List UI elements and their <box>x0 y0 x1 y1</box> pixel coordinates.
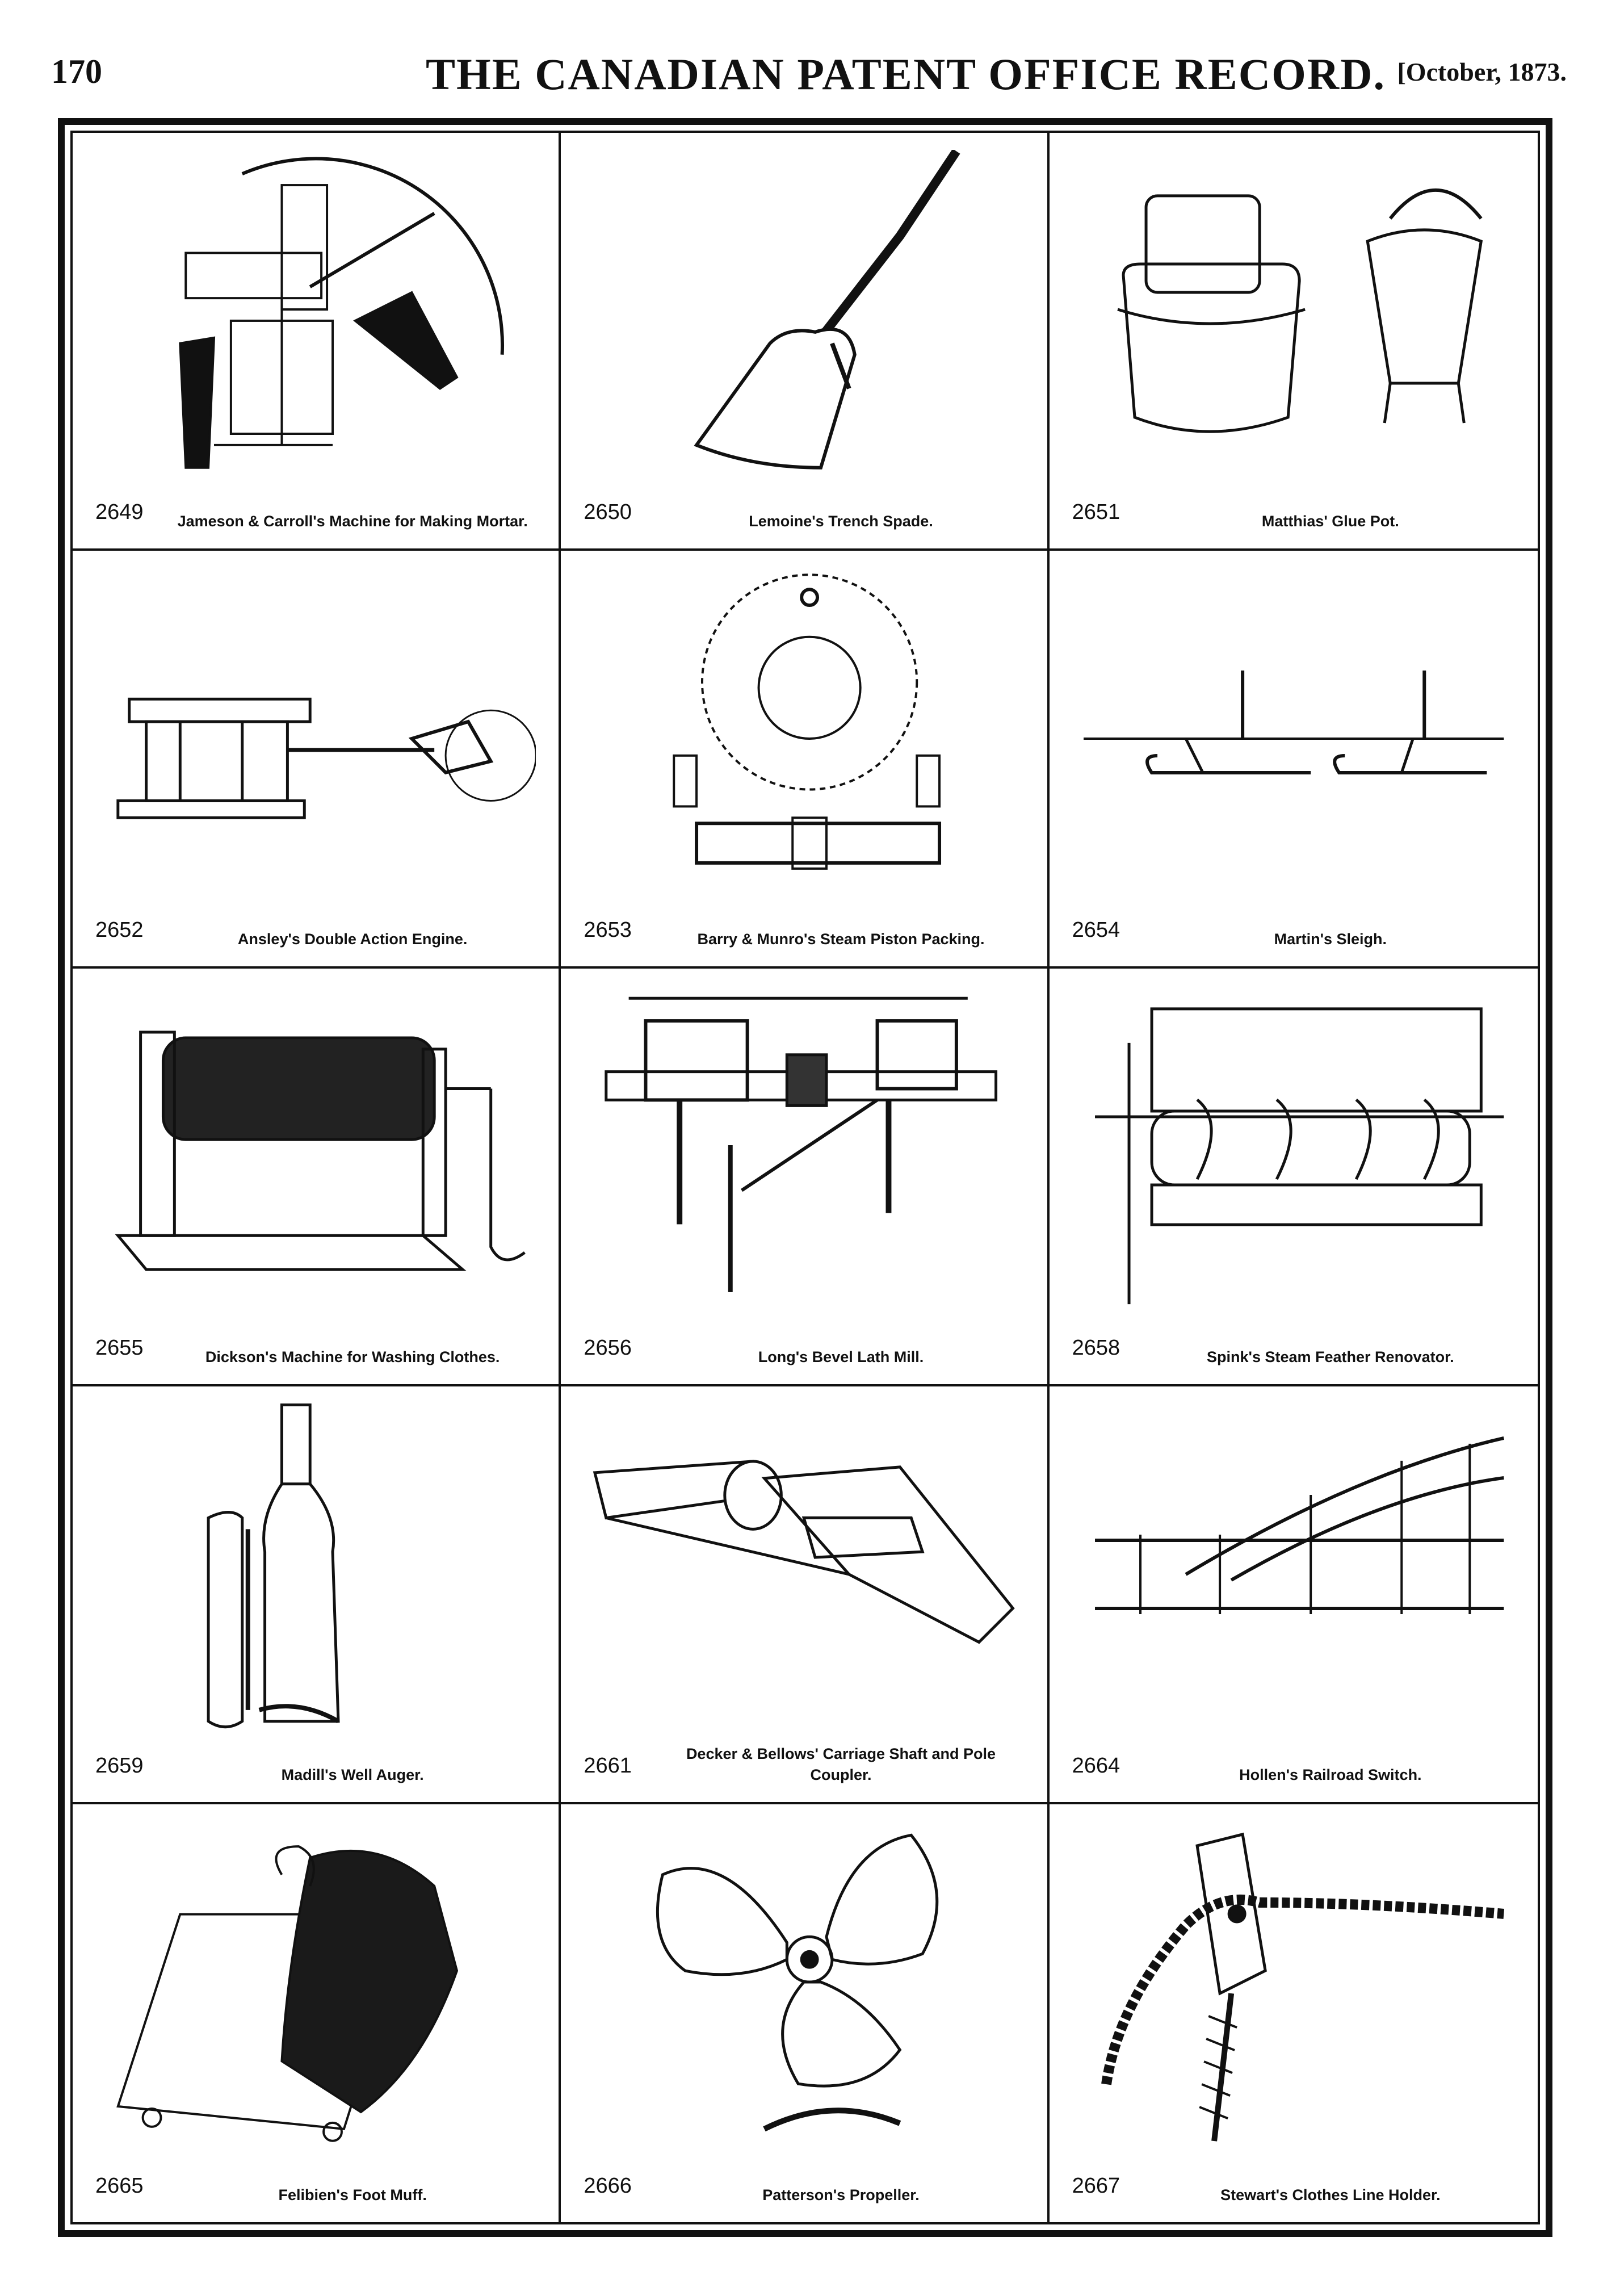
patent-number: 2659 <box>95 1754 144 1778</box>
patent-cell: 2664 Hollen's Railroad Switch. <box>1049 1386 1538 1804</box>
patent-number: 2666 <box>584 2174 632 2198</box>
railroad-switch-icon <box>1072 1403 1515 1734</box>
engine-icon <box>95 568 537 898</box>
patent-number: 2651 <box>1072 500 1120 524</box>
patent-title: Barry & Munro's Steam Piston Packing. <box>697 930 985 948</box>
patent-number: 2658 <box>1072 1336 1120 1360</box>
well-auger-icon <box>95 1403 536 1734</box>
clothes-line-holder-icon <box>1072 1821 1515 2154</box>
patent-number: 2665 <box>95 2174 144 2198</box>
plate-outer-border <box>58 118 1552 2237</box>
patent-cell: 2665 Felibien's Foot Muff. <box>73 1804 561 2222</box>
patent-number: 2654 <box>1072 918 1120 942</box>
patent-cell: 2651 Matthias' Glue Pot. <box>1049 133 1538 551</box>
shaft-coupler-icon <box>584 1403 1024 1734</box>
page-header: 170 THE CANADIAN PATENT OFFICE RECORD. [… <box>51 49 1567 103</box>
patent-title: Martin's Sleigh. <box>1274 930 1387 948</box>
patent-cell: 2649 Jameson & Carroll's Machine for Mak… <box>73 133 561 551</box>
patent-cell: 2666 Patterson's Propeller. <box>561 1804 1050 2222</box>
patent-title: Dickson's Machine for Washing Clothes. <box>205 1348 500 1365</box>
patent-cell: 2655 Dickson's Machine for Washing Cloth… <box>73 969 561 1386</box>
patent-number: 2649 <box>95 500 144 524</box>
glue-pot-icon <box>1072 150 1515 480</box>
patent-cell: 2650 Lemoine's Trench Spade. <box>561 133 1050 551</box>
patent-cell: 2652 Ansley's Double Action Engine. <box>73 551 561 969</box>
patent-number: 2664 <box>1072 1754 1120 1778</box>
washing-machine-icon <box>95 986 536 1316</box>
piston-packing-icon <box>584 568 1024 898</box>
patent-cell: 2656 Long's Bevel Lath Mill. <box>561 969 1050 1386</box>
patent-cell: 2667 Stewart's Clothes Line Holder. <box>1050 1804 1538 2222</box>
propeller-icon <box>584 1821 1024 2154</box>
sleigh-icon <box>1072 568 1515 898</box>
patent-title: Patterson's Propeller. <box>762 2186 920 2203</box>
patent-title: Felibien's Foot Muff. <box>278 2186 427 2203</box>
patent-title: Madill's Well Auger. <box>281 1766 424 1783</box>
mortar-machine-icon <box>95 150 536 480</box>
patent-title: Decker & Bellows' Carriage Shaft and Pol… <box>686 1745 996 1783</box>
feather-renovator-icon <box>1072 986 1515 1316</box>
trench-spade-icon <box>584 148 1024 480</box>
patent-title: Hollen's Railroad Switch. <box>1239 1766 1422 1783</box>
issue-date: [October, 1873. <box>1397 57 1567 86</box>
page-number: 170 <box>51 53 102 90</box>
patent-number: 2667 <box>1072 2174 1120 2198</box>
patent-cell: 2653 Barry & Munro's Steam Piston Packin… <box>561 551 1050 969</box>
patent-cell: 2658 Spink's Steam Feather Renovator. <box>1049 969 1538 1386</box>
patent-title: Long's Bevel Lath Mill. <box>758 1348 924 1365</box>
patent-title: Ansley's Double Action Engine. <box>237 930 468 948</box>
patent-cell: 2659 Madill's Well Auger. <box>73 1386 561 1804</box>
patent-number: 2661 <box>584 1754 632 1778</box>
patent-number: 2653 <box>584 918 632 942</box>
patent-title: Jameson & Carroll's Machine for Making M… <box>177 512 528 530</box>
journal-title: THE CANADIAN PATENT OFFICE RECORD. <box>426 49 1386 99</box>
patent-title: Spink's Steam Feather Renovator. <box>1207 1348 1454 1365</box>
patent-number: 2652 <box>95 918 144 942</box>
foot-muff-icon <box>95 1821 536 2154</box>
patent-title: Stewart's Clothes Line Holder. <box>1220 2186 1441 2203</box>
patent-cell: 2661 Decker & Bellows' Carriage Shaft an… <box>561 1386 1050 1804</box>
patent-title: Matthias' Glue Pot. <box>1261 512 1399 530</box>
patent-title: Lemoine's Trench Spade. <box>749 512 933 530</box>
patent-cell: 2654 Martin's Sleigh. <box>1049 551 1538 969</box>
patent-number: 2655 <box>95 1336 144 1360</box>
patent-plate-grid: 2649 Jameson & Carroll's Machine for Mak… <box>73 133 1538 2222</box>
plate-inner-border <box>70 131 1540 2224</box>
lath-mill-icon <box>584 986 1024 1316</box>
patent-number: 2650 <box>584 500 632 524</box>
patent-number: 2656 <box>584 1336 632 1360</box>
